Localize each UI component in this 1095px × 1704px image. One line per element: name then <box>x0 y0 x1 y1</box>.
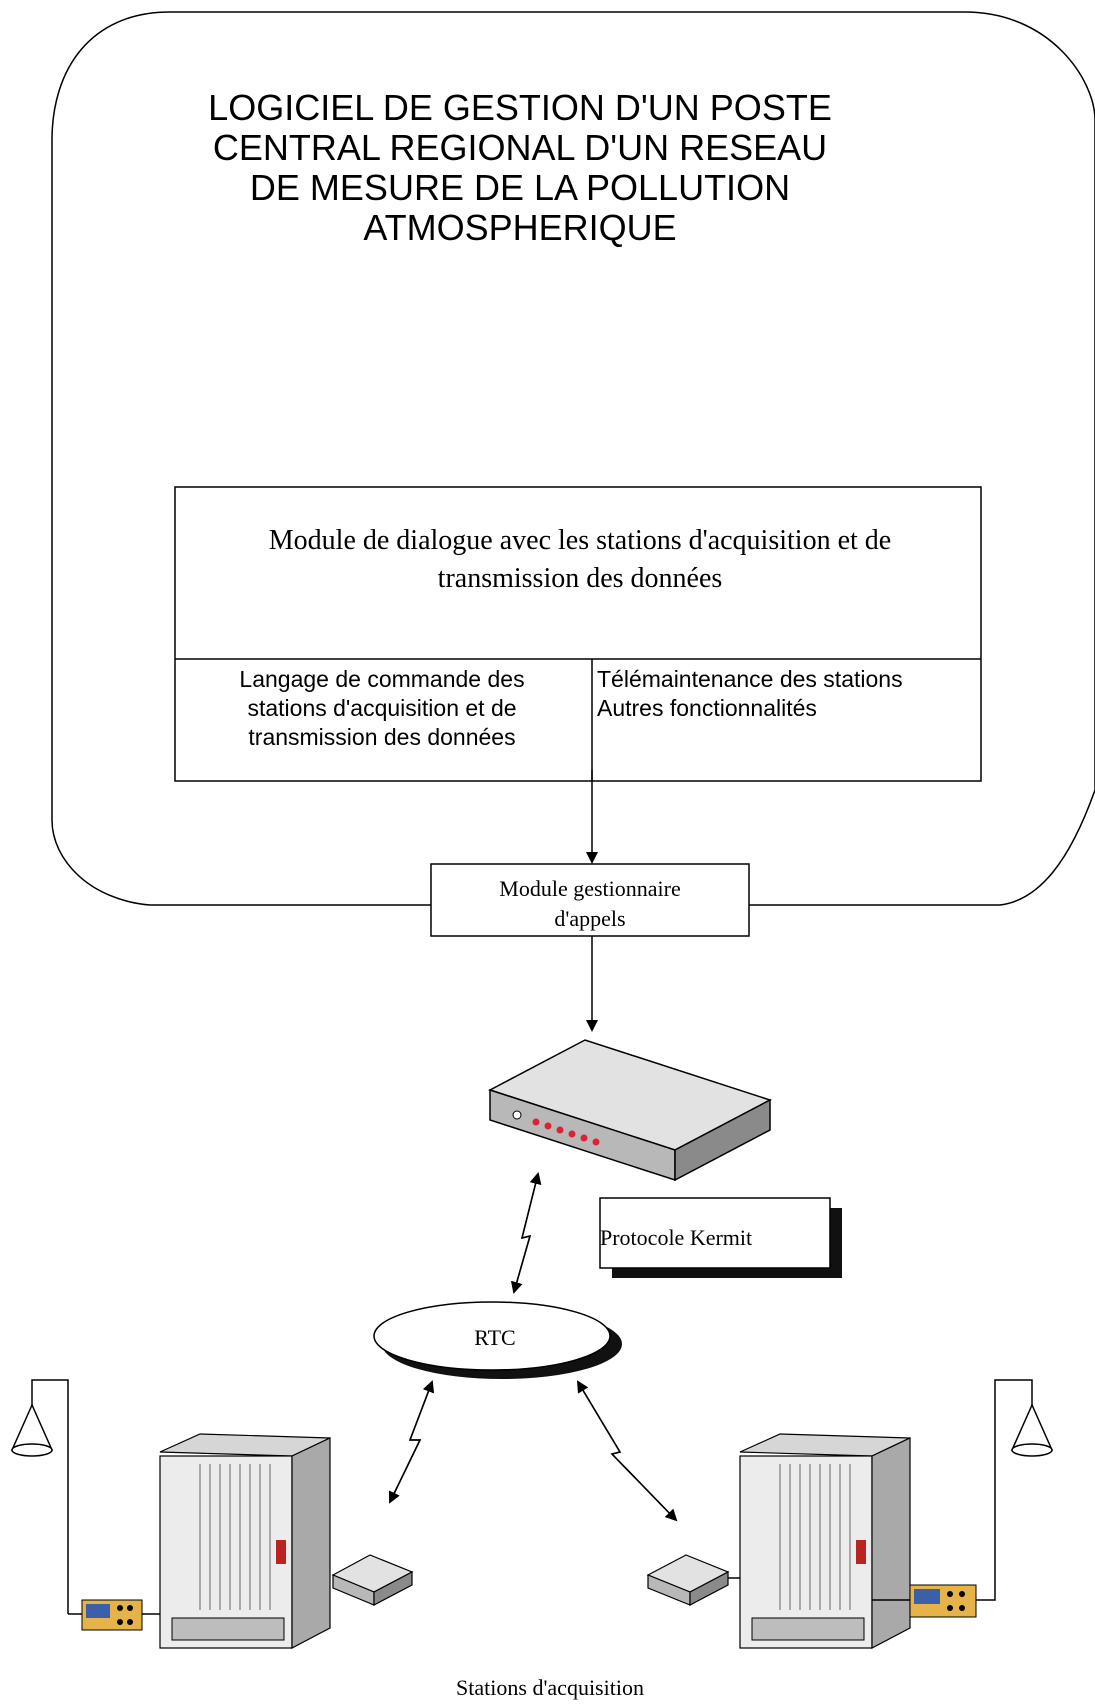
protocol-label: Protocole Kermit <box>600 1225 753 1250</box>
protocol-label-box <box>599 1197 842 1278</box>
command-language-line: transmission des données <box>248 724 516 750</box>
other-features-line: Autres fonctionnalités <box>597 695 817 721</box>
main-title: LOGICIEL DE GESTION D'UN POSTE CENTRAL R… <box>170 88 870 248</box>
network-label: RTC <box>474 1325 516 1350</box>
dialog-module-label: Module de dialogue avec les stations d'a… <box>175 522 985 598</box>
station-rack-icon <box>159 1433 331 1649</box>
lightning-link-icon <box>576 1380 678 1522</box>
analyzer-icon <box>81 1599 143 1631</box>
call-manager-line: Module gestionnaire <box>499 876 681 901</box>
dialog-module-line: Module de dialogue avec les stations d'a… <box>268 525 892 556</box>
sampling-cone-icon <box>10 1379 69 1614</box>
stations-label: Stations d'acquisition <box>456 1675 644 1700</box>
other-features-label: Télémaintenance des stations Autres fonc… <box>597 665 997 723</box>
call-manager-line: d'appels <box>554 906 626 931</box>
call-manager-box <box>430 863 750 937</box>
main-title-line: DE MESURE DE LA POLLUTION <box>249 167 791 208</box>
command-language-line: stations d'acquisition et de <box>247 695 517 721</box>
other-features-line: Télémaintenance des stations <box>597 666 903 692</box>
rtc-network <box>373 1301 622 1379</box>
lightning-link-icon <box>388 1380 435 1504</box>
modem-icon <box>488 1039 772 1182</box>
station-rack-icon <box>739 1433 911 1649</box>
dialog-module-box <box>174 486 982 782</box>
main-title-line: ATMOSPHERIQUE <box>363 207 677 248</box>
dialog-module-line: transmission des données <box>437 563 723 594</box>
main-title-line: CENTRAL REGIONAL D'UN RESEAU <box>212 127 828 168</box>
sampling-cone-icon <box>976 1379 1054 1601</box>
modem-icon <box>331 1554 414 1606</box>
analyzer-icon <box>909 1584 977 1618</box>
software-boundary <box>51 11 1095 906</box>
command-language-line: Langage de commande des <box>239 666 525 692</box>
modem-icon <box>646 1554 730 1606</box>
lightning-link-icon <box>510 1172 542 1294</box>
main-title-line: LOGICIEL DE GESTION D'UN POSTE <box>208 87 832 128</box>
command-language-label: Langage de commande des stations d'acqui… <box>182 665 582 752</box>
call-manager-label: Module gestionnaire d'appels <box>430 874 750 934</box>
